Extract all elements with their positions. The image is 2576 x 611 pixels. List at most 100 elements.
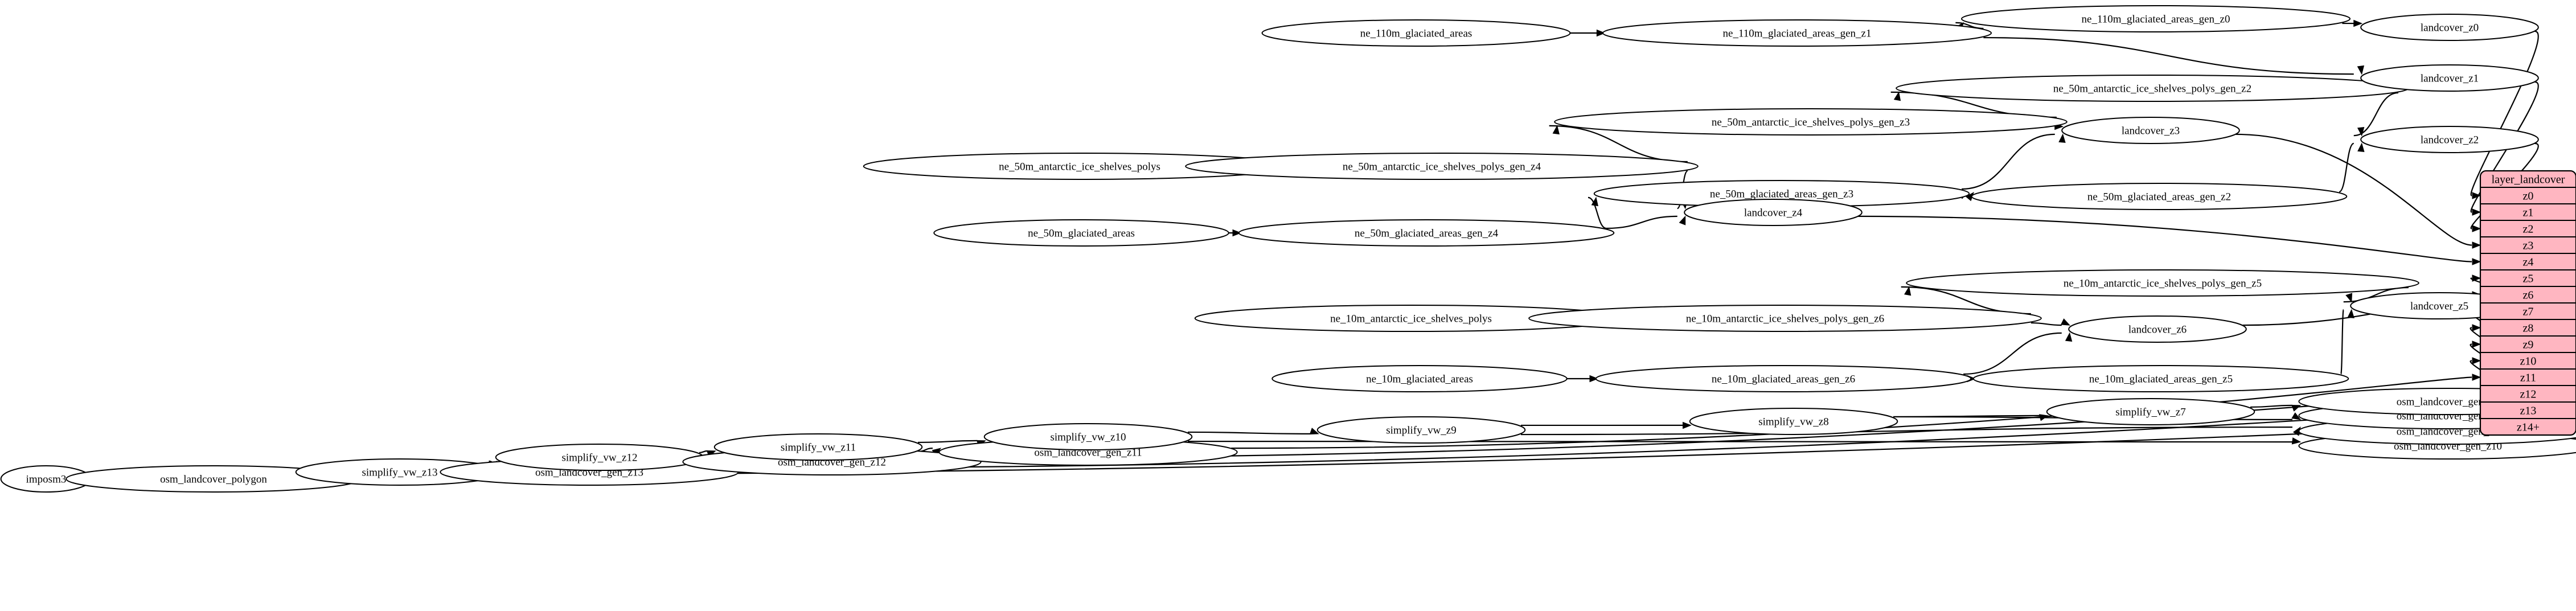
node-label: ne_10m_glaciated_areas_gen_z5 xyxy=(2089,374,2233,386)
graph-node-landcover_z3[interactable]: landcover_z3 xyxy=(2061,117,2240,144)
node-ellipse xyxy=(1271,365,1568,392)
graph-node-ne_10m_glaciated_areas_gen_z5[interactable]: ne_10m_glaciated_areas_gen_z5 xyxy=(1972,365,2349,392)
graph-edge xyxy=(1187,440,2292,443)
graph-node-simplify_vw_z10[interactable]: simplify_vw_z10 xyxy=(983,423,1193,450)
table-row-label: z13 xyxy=(2520,405,2537,417)
graph-node-ne_10m_antarctic_ice_shelves_polys_gen_z6[interactable]: ne_10m_antarctic_ice_shelves_polys_gen_z… xyxy=(1528,305,2042,332)
edge-arrowhead xyxy=(2291,412,2302,420)
graph-node-simplify_vw_z8[interactable]: simplify_vw_z8 xyxy=(1689,408,1898,435)
graph-node-ne_50m_glaciated_areas_gen_z3[interactable]: ne_50m_glaciated_areas_gen_z3 xyxy=(1593,180,1970,207)
node-label: imposm3 xyxy=(26,474,67,486)
graph-node-simplify_vw_z11[interactable]: simplify_vw_z11 xyxy=(713,433,923,461)
graph-node-landcover_z0[interactable]: landcover_z0 xyxy=(2360,14,2539,41)
graph-edge-to-table xyxy=(2470,30,2539,196)
node-ellipse xyxy=(1185,153,1699,180)
table-row-z3[interactable] xyxy=(2480,236,2576,254)
table-row-label: z5 xyxy=(2523,273,2534,285)
graph-node-landcover_z4[interactable]: landcover_z4 xyxy=(1684,199,1863,226)
node-label: ne_110m_glaciated_areas_gen_z0 xyxy=(2082,14,2230,26)
edge-arrowhead xyxy=(1679,215,1686,225)
table-row-z6[interactable] xyxy=(2480,286,2576,304)
table-outline xyxy=(2479,170,2576,436)
node-ellipse xyxy=(1316,416,1526,444)
graph-node-ne_10m_glaciated_areas[interactable]: ne_10m_glaciated_areas xyxy=(1271,365,1568,392)
node-ellipse xyxy=(1595,365,1972,392)
edge-arrowhead xyxy=(1904,286,1912,296)
graph-node-simplify_vw_z7[interactable]: simplify_vw_z7 xyxy=(2046,398,2255,425)
graph-node-ne_50m_glaciated_areas_gen_z4[interactable]: ne_50m_glaciated_areas_gen_z4 xyxy=(1238,219,1615,247)
graph-node-ne_10m_glaciated_areas_gen_z6[interactable]: ne_10m_glaciated_areas_gen_z6 xyxy=(1595,365,1972,392)
edge-arrowhead xyxy=(1552,125,1560,135)
edge-arrowhead xyxy=(2472,192,2481,199)
edge-arrowhead xyxy=(2472,241,2481,249)
node-ellipse xyxy=(933,219,1229,247)
table-header-label: layer_landcover xyxy=(2492,174,2565,186)
graph-node-landcover_z6[interactable]: landcover_z6 xyxy=(2068,315,2247,343)
graph-node-ne_110m_glaciated_areas_gen_z0[interactable]: ne_110m_glaciated_areas_gen_z0 xyxy=(1960,5,2351,32)
edge-arrowhead xyxy=(2472,374,2481,381)
table-row-label: z4 xyxy=(2523,256,2534,269)
node-ellipse xyxy=(1238,219,1615,247)
edge-arrowhead xyxy=(1683,421,1692,429)
table-row-label: z11 xyxy=(2520,372,2536,384)
graph-edge xyxy=(1588,196,1607,229)
graph-edge xyxy=(2250,404,2292,408)
graph-node-ne_110m_glaciated_areas[interactable]: ne_110m_glaciated_areas xyxy=(1261,19,1571,47)
table-row-z10[interactable] xyxy=(2480,352,2576,370)
node-label: landcover_z1 xyxy=(2421,73,2479,85)
node-ellipse xyxy=(1684,199,1863,226)
node-label: landcover_z6 xyxy=(2128,324,2187,336)
graph-edge xyxy=(917,440,978,444)
graph-node-ne_50m_antarctic_ice_shelves_polys[interactable]: ne_50m_antarctic_ice_shelves_polys xyxy=(863,153,1297,180)
edge-arrowhead xyxy=(2472,341,2481,348)
graph-node-ne_10m_antarctic_ice_shelves_polys[interactable]: ne_10m_antarctic_ice_shelves_polys xyxy=(1194,305,1628,332)
node-label: osm_landcover_gen_z7 xyxy=(2397,396,2499,408)
table-row-z8[interactable] xyxy=(2480,319,2576,337)
table-row-label: z14+ xyxy=(2517,421,2540,434)
graph-node-landcover_z2[interactable]: landcover_z2 xyxy=(2360,126,2539,153)
edge-arrowhead xyxy=(1589,375,1599,383)
node-label: ne_50m_glaciated_areas xyxy=(1028,228,1135,240)
edge-arrowhead xyxy=(2357,65,2365,75)
node-ellipse xyxy=(2360,64,2539,92)
edge-arrowhead xyxy=(2472,357,2481,364)
layer-landcover-table[interactable]: layer_landcoverz0z1z2z3z4z5z6z7z8z9z10z1… xyxy=(2479,170,2576,436)
node-ellipse xyxy=(1972,365,2349,392)
table-row-z7[interactable] xyxy=(2480,302,2576,320)
node-ellipse xyxy=(1906,269,2419,297)
graph-node-simplify_vw_z12[interactable]: simplify_vw_z12 xyxy=(495,444,704,471)
edge-arrowhead xyxy=(2472,225,2481,232)
edge-arrowhead xyxy=(2472,258,2481,265)
node-label: ne_50m_glaciated_areas_gen_z3 xyxy=(1710,188,1853,200)
graph-node-ne_50m_antarctic_ice_shelves_polys_gen_z3[interactable]: ne_50m_antarctic_ice_shelves_polys_gen_z… xyxy=(1554,108,2068,136)
graph-node-ne_50m_glaciated_areas[interactable]: ne_50m_glaciated_areas xyxy=(933,219,1229,247)
table-row-label: z8 xyxy=(2523,322,2534,335)
node-ellipse xyxy=(2061,117,2240,144)
graph-node-ne_10m_antarctic_ice_shelves_polys_gen_z5[interactable]: ne_10m_antarctic_ice_shelves_polys_gen_z… xyxy=(1906,269,2419,297)
node-label: landcover_z4 xyxy=(1744,207,1803,219)
node-label: ne_50m_glaciated_areas_gen_z2 xyxy=(2087,191,2231,203)
graph-node-simplify_vw_z9[interactable]: simplify_vw_z9 xyxy=(1316,416,1526,444)
table-row-label: z0 xyxy=(2523,190,2534,203)
table-row-z14+[interactable] xyxy=(2480,418,2576,435)
edge-arrowhead xyxy=(2291,437,2302,445)
graph-node-imposm3[interactable]: imposm3 xyxy=(0,465,92,493)
graph-edge-to-table xyxy=(1858,215,2472,263)
table-row-label: z12 xyxy=(2520,388,2537,401)
table-row-label: z7 xyxy=(2523,306,2534,318)
node-label: simplify_vw_z10 xyxy=(1051,432,1126,444)
node-ellipse xyxy=(1602,19,1992,47)
graph-node-ne_110m_glaciated_areas_gen_z1[interactable]: ne_110m_glaciated_areas_gen_z1 xyxy=(1602,19,1992,47)
graph-node-ne_50m_glaciated_areas_gen_z2[interactable]: ne_50m_glaciated_areas_gen_z2 xyxy=(1971,183,2348,210)
table-row-z2[interactable] xyxy=(2480,220,2576,237)
table-row-z4[interactable] xyxy=(2480,253,2576,270)
graph-node-ne_50m_antarctic_ice_shelves_polys_gen_z4[interactable]: ne_50m_antarctic_ice_shelves_polys_gen_z… xyxy=(1185,153,1699,180)
node-ellipse xyxy=(2360,126,2539,153)
node-ellipse xyxy=(1261,19,1571,47)
graph-node-landcover_z1[interactable]: landcover_z1 xyxy=(2360,64,2539,92)
graph-node-ne_50m_antarctic_ice_shelves_polys_gen_z2[interactable]: ne_50m_antarctic_ice_shelves_polys_gen_z… xyxy=(1896,75,2409,102)
table-row-label: z3 xyxy=(2523,240,2534,252)
node-label: ne_50m_antarctic_ice_shelves_polys xyxy=(999,161,1160,173)
table-row-label: z10 xyxy=(2520,355,2537,368)
